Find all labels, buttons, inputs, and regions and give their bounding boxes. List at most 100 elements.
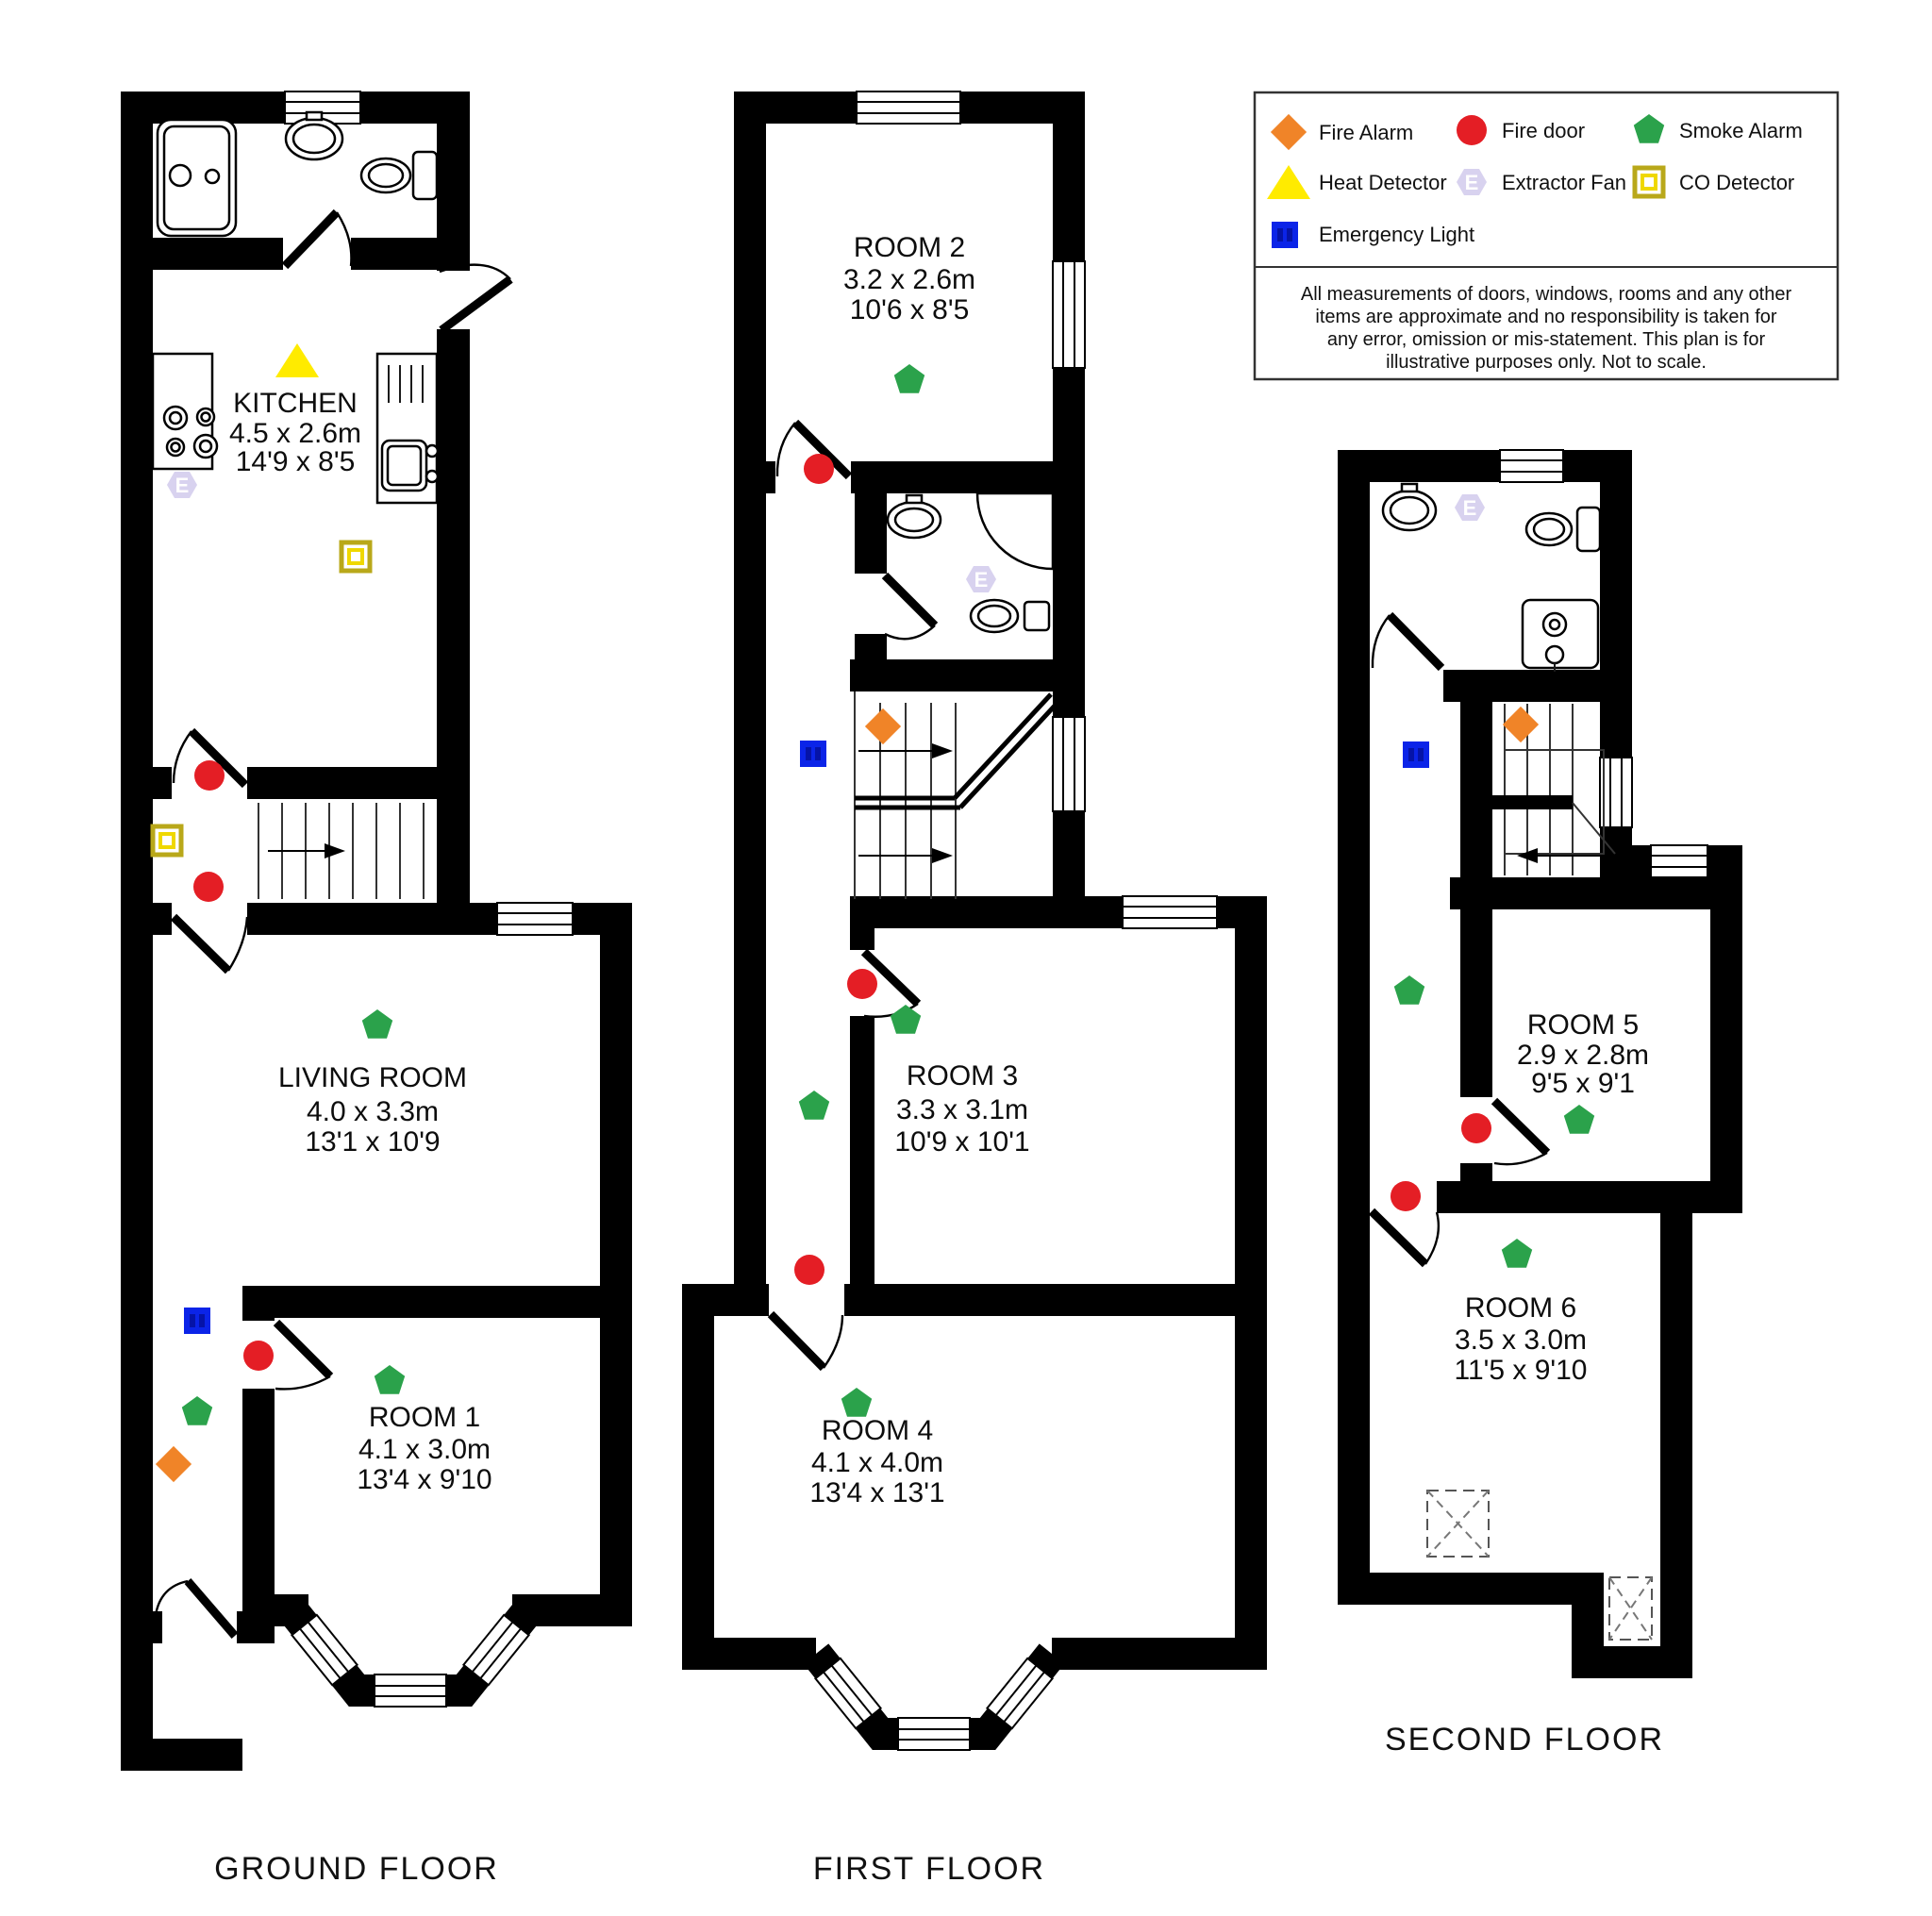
ground-floor-plan: E KITCHEN 4.5 x 2.6m 14'9 x 8'5 LIVING R…	[121, 91, 632, 1887]
room-metric-label: 3.5 x 3.0m	[1455, 1325, 1587, 1356]
room-imperial-label: 9'5 x 9'1	[1531, 1068, 1635, 1099]
room-imperial-label: 10'6 x 8'5	[850, 294, 970, 325]
smoke-alarm-icon	[890, 1005, 922, 1034]
fire-door-icon	[193, 872, 224, 902]
extractor-fan-icon: E	[1455, 494, 1485, 521]
smoke-alarm-icon	[181, 1396, 213, 1425]
bay-window	[803, 1643, 1065, 1751]
fire-door-icon	[194, 760, 225, 791]
legend-disclaimer: All measurements of doors, windows, room…	[1301, 284, 1792, 373]
room-name-label: ROOM 2	[854, 232, 965, 263]
fire-door-icon	[243, 1341, 274, 1371]
room-metric-label: 4.1 x 3.0m	[358, 1434, 491, 1465]
extractor-fan-icon: E	[966, 566, 996, 592]
room-metric-label: 3.3 x 3.1m	[896, 1094, 1028, 1125]
front-door	[154, 1578, 239, 1639]
fire-door-icon	[1457, 115, 1487, 145]
smoke-alarm-icon	[893, 364, 925, 393]
room-metric-label: 2.9 x 2.8m	[1517, 1040, 1649, 1071]
legend-label: Heat Detector	[1319, 171, 1447, 194]
smoke-alarm-icon	[374, 1365, 406, 1394]
smoke-alarm-icon	[1393, 975, 1425, 1005]
door	[767, 1284, 844, 1372]
kitchen-sink	[380, 439, 440, 492]
room-imperial-label: 13'4 x 13'1	[809, 1477, 944, 1508]
shower	[975, 491, 1055, 571]
room-name-label: LIVING ROOM	[278, 1062, 467, 1093]
door	[170, 903, 249, 975]
sink	[1381, 482, 1438, 532]
fire-alarm-icon	[1502, 706, 1540, 743]
fire-door-icon	[804, 454, 834, 484]
smoke-alarm-icon	[841, 1388, 873, 1417]
legend-border	[1253, 91, 1840, 381]
extractor-fan-icon: E	[167, 472, 197, 498]
second-floor-plan: E ROOM 5 2.9 x 2.8m 9'5 x 9'1 ROOM 6 3.5…	[1338, 449, 1742, 1758]
emergency-light-icon	[1272, 222, 1298, 248]
disclaimer-line: illustrative purposes only. Not to scale…	[1386, 352, 1707, 373]
fire-door-icon	[1461, 1113, 1491, 1143]
emergency-light-icon	[184, 1308, 210, 1334]
emergency-light-icon	[800, 741, 826, 767]
co-detector-icon	[150, 824, 184, 858]
smoke-alarm-icon	[1563, 1105, 1595, 1134]
room-metric-label: 3.2 x 2.6m	[843, 264, 975, 295]
door	[775, 419, 853, 493]
room-metric-label: 4.1 x 4.0m	[811, 1447, 943, 1478]
ground-floor-walls	[121, 92, 632, 1771]
disclaimer-line: any error, omission or mis-statement. Th…	[1327, 329, 1766, 350]
smoke-alarm-icon	[361, 1009, 393, 1039]
sink	[284, 110, 344, 161]
window	[1052, 716, 1086, 812]
vanity-sink	[1521, 598, 1600, 672]
window	[1052, 260, 1086, 369]
room-name-label: ROOM 4	[822, 1415, 933, 1446]
window	[1122, 895, 1218, 929]
door	[281, 208, 353, 270]
heat-detector-icon	[275, 343, 319, 377]
window	[1599, 757, 1633, 828]
side-entrance-door	[437, 263, 513, 334]
fire-alarm-icon	[864, 708, 902, 745]
bay-window	[279, 1600, 541, 1708]
emergency-light-icon	[1403, 741, 1429, 768]
toilet	[969, 598, 1051, 634]
legend-label: Extractor Fan	[1502, 171, 1626, 194]
room-imperial-label: 14'9 x 8'5	[236, 446, 356, 477]
stairs	[258, 803, 425, 899]
room-imperial-label: 13'4 x 9'10	[357, 1464, 491, 1495]
svg-text:E: E	[175, 474, 190, 497]
window	[856, 91, 961, 125]
first-floor-walls	[682, 92, 1267, 1670]
disclaimer-line: items are approximate and no responsibil…	[1315, 307, 1776, 327]
co-detector-icon	[1632, 165, 1666, 199]
fire-door-icon	[794, 1255, 824, 1285]
sink	[886, 493, 942, 540]
legend-label: Smoke Alarm	[1679, 119, 1803, 142]
smoke-alarm-icon	[798, 1091, 830, 1120]
legend-label: Emergency Light	[1319, 223, 1474, 246]
room-name-label: ROOM 3	[907, 1060, 1018, 1091]
disclaimer-line: All measurements of doors, windows, room…	[1301, 284, 1792, 305]
window	[1499, 449, 1564, 483]
fire-door-icon	[847, 969, 877, 999]
legend-label: Fire Alarm	[1319, 121, 1413, 144]
floor-caption: GROUND FLOOR	[214, 1851, 499, 1887]
extractor-fan-icon: E	[1457, 169, 1487, 195]
door	[855, 572, 939, 641]
legend-label: Fire door	[1502, 119, 1585, 142]
room-name-label: KITCHEN	[233, 388, 358, 419]
window	[496, 902, 574, 936]
room-name-label: ROOM 1	[369, 1402, 480, 1433]
stairs	[854, 691, 1058, 899]
room-imperial-label: 11'5 x 9'10	[1454, 1355, 1587, 1386]
room-metric-label: 4.0 x 3.3m	[307, 1096, 439, 1127]
room-imperial-label: 10'9 x 10'1	[894, 1126, 1029, 1158]
room-name-label: ROOM 6	[1465, 1292, 1576, 1324]
svg-text:E: E	[1463, 496, 1477, 520]
fire-door-icon	[1391, 1181, 1421, 1211]
legend-label: CO Detector	[1679, 171, 1794, 194]
first-floor-plan: E ROOM 2 3.2 x 2.6m 10'6 x 8'5 ROOM 3 3.…	[682, 91, 1267, 1887]
toilet	[359, 150, 439, 201]
